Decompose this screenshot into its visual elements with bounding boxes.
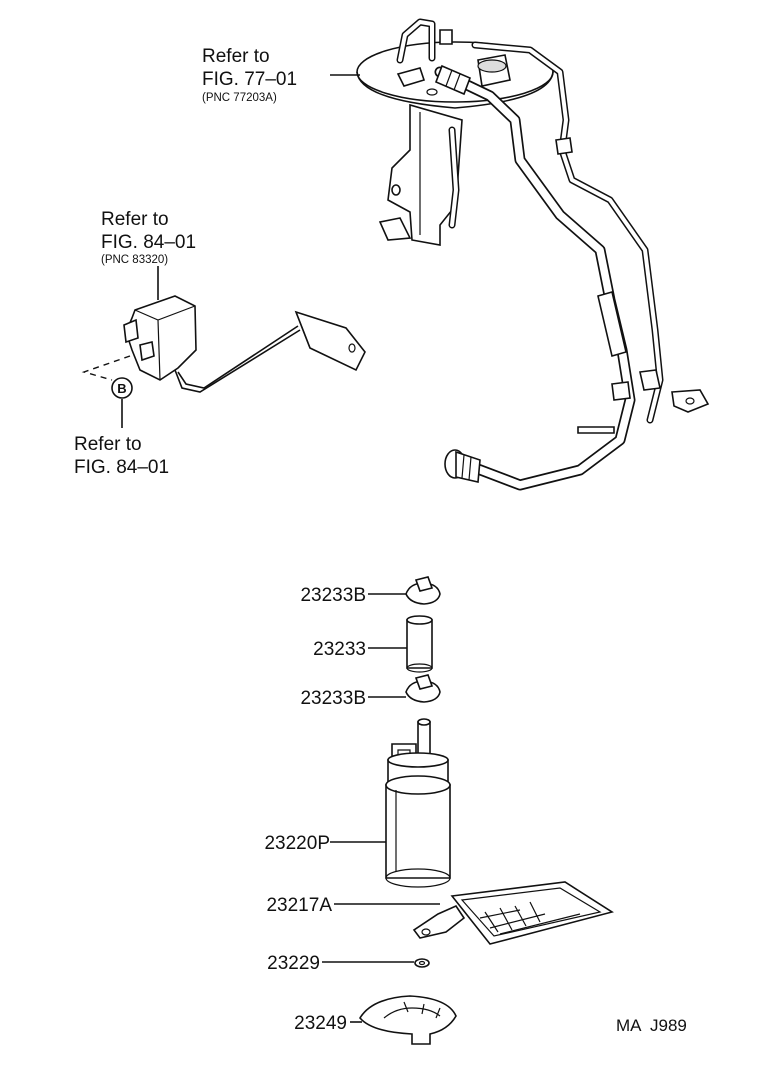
connector-b-marker: B — [117, 381, 126, 396]
reference-sender-gauge: Refer to FIG. 77–01 (PNC 77203A) — [202, 46, 297, 104]
reference-fuel-sender-line2: FIG. 84–01 — [101, 232, 196, 253]
hose-drawing — [368, 615, 433, 673]
reference-sender-gauge-pnc: (PNC 77203A) — [202, 92, 277, 104]
figure-code: MA J989 — [616, 1016, 687, 1035]
reference-fuel-sender-line1: Refer to — [101, 209, 169, 230]
washer-drawing — [322, 958, 430, 968]
reference-connector-b-line2: FIG. 84–01 — [74, 457, 169, 478]
part-numbers: 23233B 23233 23233B 23220P 23217A 23229 … — [264, 585, 366, 1034]
fuel-pump-drawing — [330, 718, 451, 888]
part-number-cushion: 23249 — [294, 1013, 347, 1034]
filter-drawing — [334, 881, 614, 945]
part-number-filter: 23217A — [266, 895, 332, 916]
reference-sender-gauge-line1: Refer to — [202, 46, 270, 67]
part-number-clamp-bottom: 23233B — [300, 688, 366, 709]
cushion-drawing — [350, 995, 457, 1045]
fuel-sender-unit: B — [81, 266, 366, 428]
part-number-hose: 23233 — [313, 639, 366, 660]
reference-sender-gauge-line2: FIG. 77–01 — [202, 69, 297, 90]
clamp-top-drawing — [368, 576, 441, 605]
pump-bracket-assembly — [330, 18, 710, 491]
part-number-fuel-pump: 23220P — [264, 833, 330, 854]
part-number-washer: 23229 — [267, 953, 320, 974]
part-number-clamp-top: 23233B — [300, 585, 366, 606]
reference-connector-b-line1: Refer to — [74, 434, 142, 455]
reference-fuel-sender: Refer to FIG. 84–01 (PNC 83320) — [101, 209, 196, 266]
reference-fuel-sender-pnc: (PNC 83320) — [101, 254, 168, 266]
reference-connector-b: Refer to FIG. 84–01 — [74, 434, 169, 478]
clamp-bottom-drawing — [368, 674, 441, 703]
